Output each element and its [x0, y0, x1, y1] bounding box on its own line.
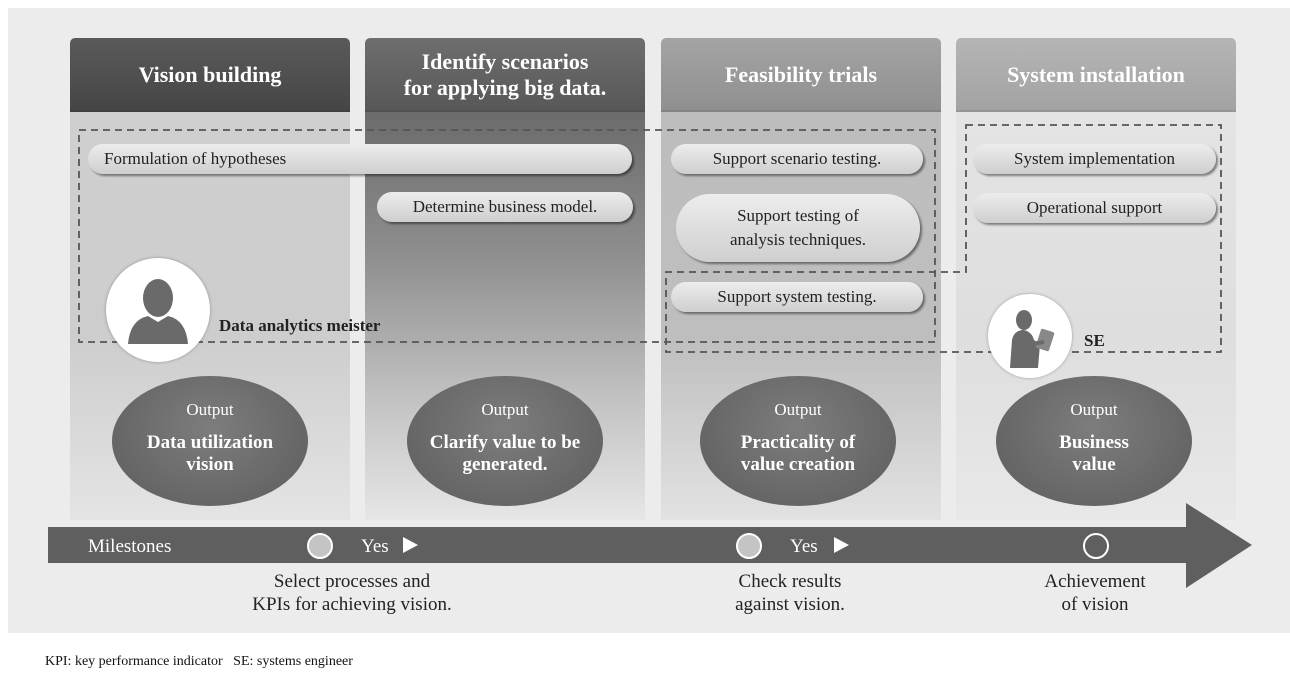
- timeline-arrow: [48, 503, 1252, 588]
- phase-title-line: Identify scenarios: [421, 49, 589, 74]
- output-text: Practicality of value creation: [741, 432, 855, 476]
- role-label-se: SE: [1084, 331, 1105, 350]
- task-label: Support system testing.: [717, 287, 877, 306]
- task-label: System implementation: [1013, 149, 1175, 168]
- milestone-yes-label: Yes: [790, 536, 818, 557]
- yes-arrow-icon: [834, 537, 849, 553]
- person-icon: [128, 279, 188, 344]
- output-label: Output: [186, 400, 234, 419]
- milestone-caption: Select processes and KPIs for achieving …: [200, 570, 504, 616]
- meister-responsibility-area: [78, 129, 936, 343]
- phase-title: Identify scenarios for applying big data…: [404, 49, 607, 101]
- output-text-line: value: [1072, 454, 1116, 475]
- footnote: KPI: key performance indicator SE: syste…: [45, 654, 353, 669]
- phase-header-feasibility-trials: Feasibility trials: [661, 38, 941, 112]
- task-label: Support testing of analysis techniques.: [730, 204, 866, 252]
- caption-line: against vision.: [735, 594, 845, 615]
- caption-line: of vision: [1061, 594, 1129, 615]
- phase-header-identify-scenarios: Identify scenarios for applying big data…: [365, 38, 645, 112]
- task-label-line: analysis techniques.: [730, 230, 866, 249]
- output-text-line: generated.: [462, 454, 548, 475]
- caption-line: KPIs for achieving vision.: [252, 594, 452, 615]
- task-label: Determine business model.: [412, 197, 598, 216]
- caption-line: Select processes and: [273, 571, 431, 592]
- output-clarify-value: Output Clarify value to be generated.: [407, 376, 603, 506]
- output-text: Business value: [1059, 432, 1129, 476]
- milestones-label: Milestones: [88, 536, 172, 557]
- output-text-line: Business: [1059, 432, 1129, 453]
- task-support-testing-of-analysis-techniques: Support testing of analysis techniques.: [676, 194, 920, 262]
- output-text-line: Data utilization: [146, 432, 274, 453]
- output-label: Output: [1070, 400, 1118, 419]
- milestone-caption: Check results against vision.: [680, 570, 900, 616]
- output-label: Output: [481, 400, 529, 419]
- se-responsibility-area: [665, 124, 1222, 353]
- role-label-meister: Data analytics meister: [219, 316, 381, 335]
- output-label: Output: [774, 400, 822, 419]
- milestone-caption: Achievement of vision: [1000, 570, 1190, 616]
- phase-title: Feasibility trials: [724, 62, 878, 87]
- output-text-line: vision: [186, 454, 234, 475]
- caption-line: Achievement: [1044, 571, 1146, 592]
- output-text-line: Practicality of: [740, 432, 856, 453]
- task-label-line: Support testing of: [737, 206, 859, 225]
- phase-title-line: for applying big data.: [403, 75, 607, 100]
- task-support-system-testing: Support system testing.: [671, 282, 923, 312]
- phase-title: System installation: [1007, 62, 1185, 87]
- task-label: Support scenario testing.: [712, 149, 882, 168]
- output-practicality-of-value-creation: Output Practicality of value creation: [700, 376, 896, 506]
- milestone-circle-icon: [1083, 533, 1109, 559]
- task-determine-business-model: Determine business model.: [377, 192, 633, 222]
- data-analytics-meister-avatar: [106, 258, 210, 362]
- output-data-utilization-vision: Output Data utilization vision: [112, 376, 308, 506]
- phase-title: Vision building: [138, 62, 282, 87]
- milestone-circle-icon: [307, 533, 333, 559]
- task-formulation-of-hypotheses: Formulation of hypotheses: [88, 144, 632, 174]
- task-label: Formulation of hypotheses: [104, 149, 287, 168]
- person-reading-tablet-icon: [1010, 310, 1055, 368]
- milestone-circle-icon: [736, 533, 762, 559]
- task-support-scenario-testing: Support scenario testing.: [671, 144, 923, 174]
- task-system-implementation: System implementation: [973, 144, 1216, 174]
- task-operational-support: Operational support: [973, 193, 1216, 223]
- phase-header-vision-building: Vision building: [70, 38, 350, 112]
- output-text: Data utilization vision: [147, 432, 273, 476]
- output-text-line: Clarify value to be: [429, 432, 581, 453]
- yes-arrow-icon: [403, 537, 418, 553]
- milestone-yes-label: Yes: [361, 536, 389, 557]
- systems-engineer-avatar: [988, 294, 1072, 378]
- task-label: Operational support: [1026, 198, 1163, 217]
- output-text-line: value creation: [740, 454, 856, 475]
- phase-header-system-installation: System installation: [956, 38, 1236, 112]
- output-business-value: Output Business value: [996, 376, 1192, 506]
- output-text: Clarify value to be generated.: [430, 432, 580, 476]
- caption-line: Check results: [738, 571, 842, 592]
